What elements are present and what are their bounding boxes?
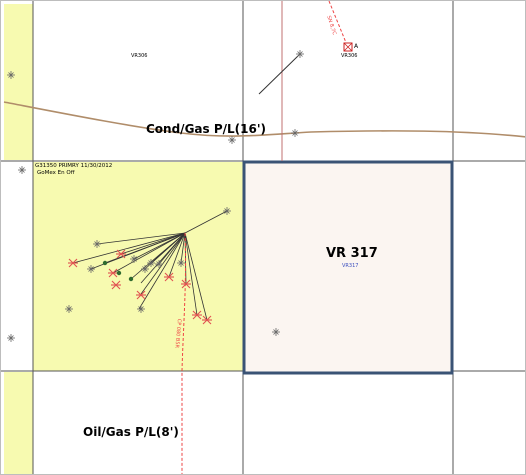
dry-hole-symbols xyxy=(68,249,212,325)
well-path-top-directional xyxy=(328,1,348,46)
platform-letter-label: A xyxy=(354,43,359,50)
lease-area-top-left xyxy=(4,4,33,160)
well-path-fan xyxy=(72,210,228,321)
block-label-vr306-left: VR306 xyxy=(131,53,148,59)
cond-gas-pipeline-label: Cond/Gas P/L(16') xyxy=(146,122,266,136)
lease-area-bottom-left xyxy=(4,372,33,474)
producing-well-symbols xyxy=(102,260,134,282)
well-symbols xyxy=(7,50,304,342)
cond-gas-pipeline xyxy=(3,101,525,138)
lease-info-label: G31350 PRIMRY 11/30/2012 GoMex En Off xyxy=(35,163,112,177)
platform-marker xyxy=(343,42,353,52)
block-vr317-highlight[interactable] xyxy=(242,160,454,375)
oil-gas-pipeline-label: Oil/Gas P/L(8') xyxy=(83,425,179,439)
well-path-top-diagonal xyxy=(258,53,301,95)
block-vr317-title: VR 317 xyxy=(326,246,378,261)
block-label-vr306-platform: VR306 xyxy=(341,53,358,59)
lease-number: G31350 PRIMRY 11/30/2012 xyxy=(35,163,113,169)
block-vr317-subtitle: VR317 xyxy=(342,263,359,269)
well-path-bottom-directional xyxy=(181,232,187,474)
lease-operator: GoMex En Off xyxy=(37,170,75,176)
lease-area-main xyxy=(33,162,244,371)
